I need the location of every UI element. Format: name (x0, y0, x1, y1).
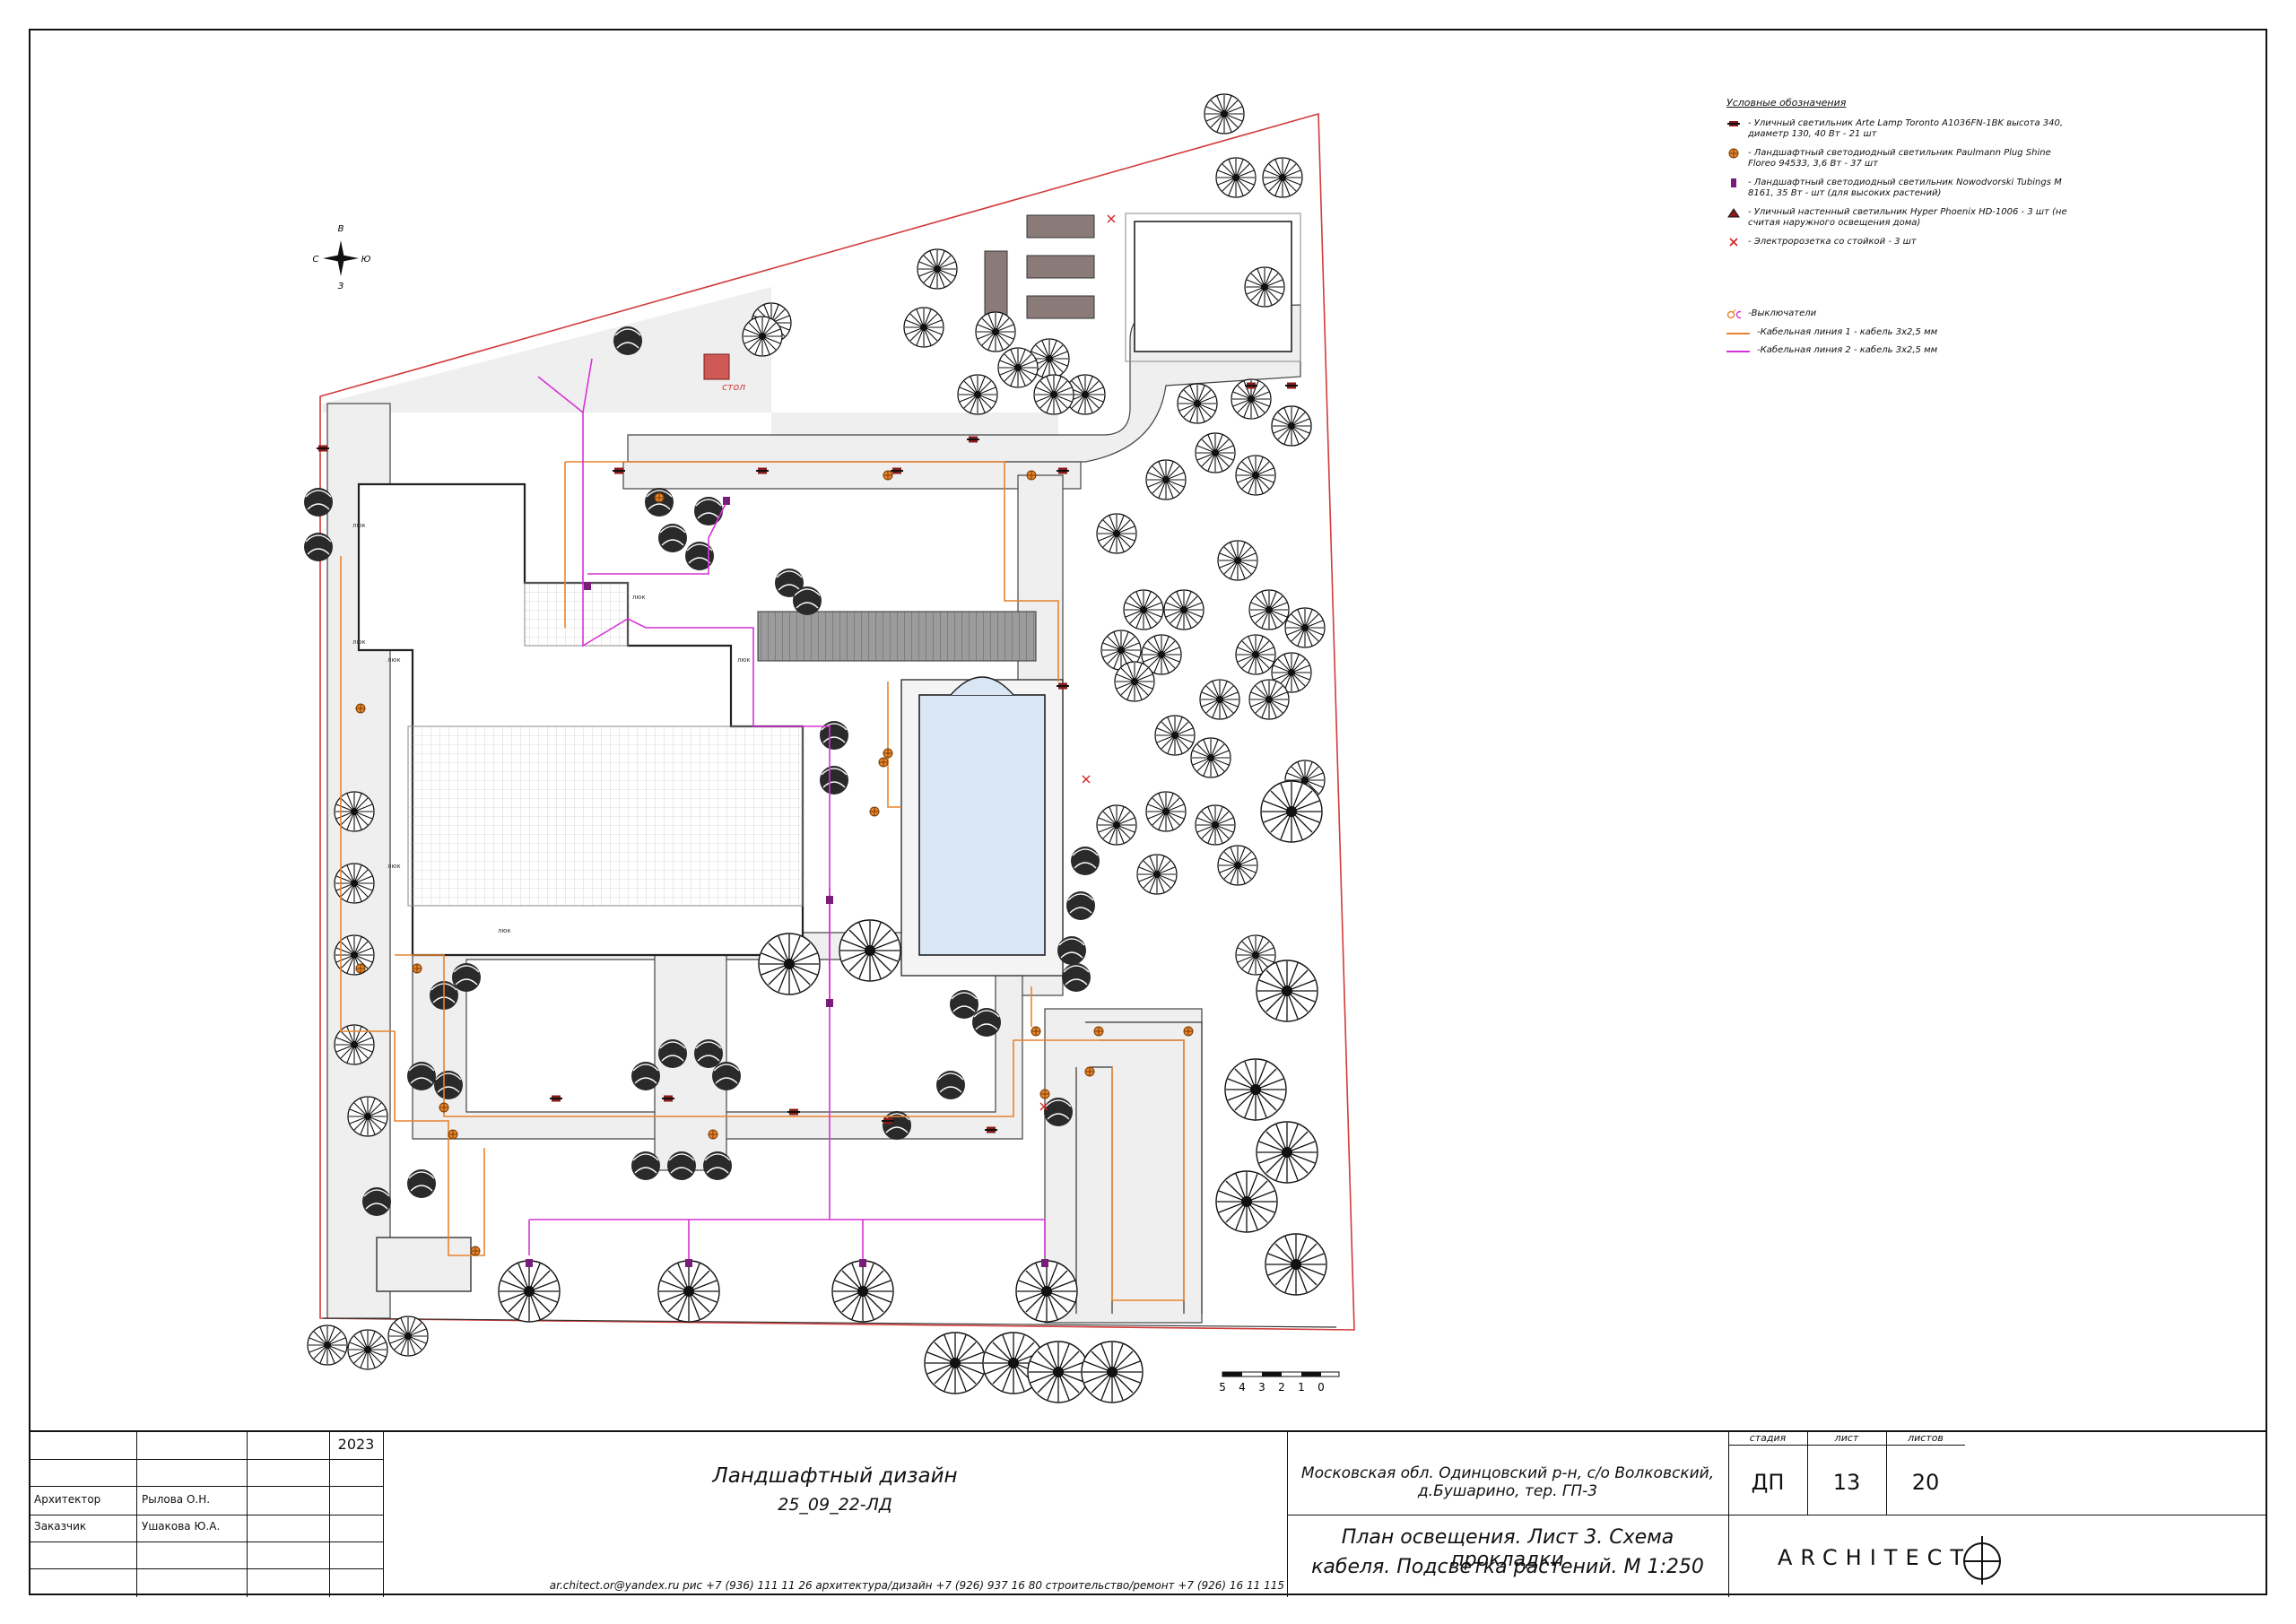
name-client: Ушакова Ю.А. (142, 1520, 221, 1533)
svg-text:люк: люк (498, 927, 511, 934)
socket-icon (1726, 237, 1741, 248)
svg-text:люк: люк (387, 656, 401, 664)
svg-text:2: 2 (1278, 1381, 1285, 1394)
site-address: Московская обл. Одинцовский р-н, с/о Вол… (1300, 1464, 1715, 1500)
sheets-label: листов (1908, 1432, 1944, 1444)
plot-boundary (319, 112, 1355, 1331)
svg-text:люк: люк (352, 522, 366, 529)
svg-text:люк: люк (632, 594, 646, 601)
cable-1-swatch (1726, 332, 1750, 334)
sheet-title-line-2: кабеля. Подсветка растений. М 1:250 (1311, 1556, 1704, 1578)
stage-value: ДП (1751, 1470, 1785, 1495)
cable-line-2 (528, 358, 1046, 1260)
cable-line-1 (340, 461, 1185, 1301)
pool-steps (950, 676, 1014, 696)
street-lamp-icon (1726, 118, 1741, 129)
garden-bed-1 (1026, 214, 1095, 239)
legend: Условные обозначения - Уличный светильни… (1726, 97, 2067, 364)
garden-bed-3 (1026, 295, 1095, 319)
role-architect: Архитектор (34, 1493, 101, 1506)
project-code: 25_09_22-ЛД (778, 1495, 892, 1515)
compass-icon: В С Ю З (313, 224, 371, 291)
sheets-value: 20 (1911, 1470, 1940, 1495)
drawing-frame (29, 29, 2267, 1595)
legend-cable-2: -Кабельная линия 2 - кабель 3х2,5 мм (1726, 345, 2067, 357)
svg-text:3: 3 (1258, 1381, 1265, 1394)
svg-text:1: 1 (1298, 1381, 1305, 1394)
legend-cable-1: -Кабельная линия 1 - кабель 3х2,5 мм (1726, 327, 2067, 339)
spot-light-icon (1726, 178, 1741, 188)
sheet-label: лист (1834, 1432, 1859, 1444)
sheet-title-line-1: План освещения. Лист 3. Схема прокладки (1341, 1526, 1674, 1571)
hatch-tags: люк люк люк люк люк люк люк (352, 522, 751, 934)
compass-e: Ю (361, 255, 371, 265)
svg-text:люк: люк (352, 638, 366, 646)
patio-se (376, 1237, 472, 1292)
architect-logo-icon (1963, 1536, 2001, 1585)
table-square (703, 353, 730, 380)
legend-title: Условные обозначения (1726, 97, 1847, 109)
legend-item: - Электророзетка со стойкой - 3 шт (1726, 237, 2067, 248)
switch-icon (1726, 308, 1741, 319)
legend-switches: -Выключатели (1726, 308, 2067, 320)
svg-text:4: 4 (1239, 1381, 1246, 1394)
project-title: Ландшафтный дизайн (712, 1464, 958, 1488)
garden-bed-2 (1026, 255, 1095, 279)
legend-item: - Ландшафтный светодиодный светильник No… (1726, 178, 2067, 200)
role-client: Заказчик (34, 1520, 87, 1533)
ground-light-icon (1726, 148, 1741, 159)
table-label: стол (722, 381, 745, 393)
paved-area-north (323, 287, 1058, 448)
pool-deck-right (1044, 1008, 1203, 1324)
scale-bar: 5 4 3 2 1 0 (1219, 1371, 1340, 1394)
terrace-tiles (407, 725, 804, 907)
legend-item: - Уличный настенный светильник Hyper Pho… (1726, 207, 2067, 230)
porch-tiles (524, 582, 629, 647)
garden-walk-top (622, 461, 1082, 490)
stage-label: стадия (1749, 1432, 1787, 1444)
compass-n: В (338, 224, 344, 234)
cable-2-swatch (1726, 351, 1750, 353)
svg-text:люк: люк (387, 863, 401, 870)
wall-lamp-icon (1726, 207, 1741, 218)
sockets (1039, 214, 1116, 1111)
brand-wordmark: ARCHITECT (1778, 1545, 1972, 1570)
legend-item: - Ландшафтный светодиодный светильник Pa… (1726, 148, 2067, 170)
site-plan: В С Ю З стол (303, 93, 1355, 1403)
compass-w: С (313, 255, 319, 265)
garden-bed-4 (984, 250, 1008, 319)
year: 2023 (337, 1436, 375, 1453)
sheet-value: 13 (1832, 1470, 1861, 1495)
pool-water (918, 694, 1046, 956)
title-block: 2023 Архитектор Рылова О.Н. Заказчик Уша… (29, 1430, 2267, 1597)
svg-text:5: 5 (1219, 1381, 1226, 1394)
svg-text:люк: люк (737, 656, 751, 664)
compass-s: З (338, 282, 344, 291)
legend-item: - Уличный светильник Arte Lamp Toronto A… (1726, 118, 2067, 141)
wooden-deck (757, 611, 1037, 662)
svg-text:0: 0 (1318, 1381, 1325, 1394)
name-architect: Рылова О.Н. (142, 1493, 211, 1506)
contacts: ar.chitect.or@yandex.ru рис +7 (936) 111… (549, 1579, 1284, 1592)
